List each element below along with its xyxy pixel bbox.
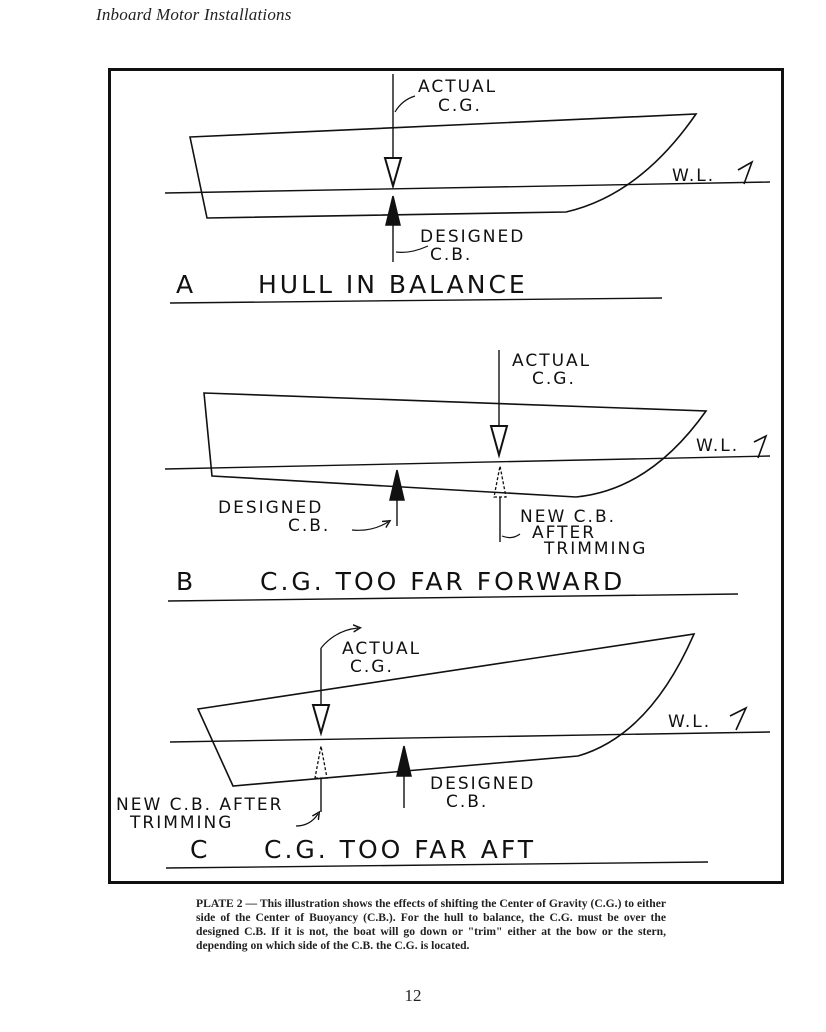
cg-leader-a [394,95,416,113]
designed-cb-label-c-1: DESIGNED [430,774,535,794]
waterline-label-c: W.L. [668,712,711,732]
waterline-mark-b [753,434,768,459]
waterline-mark-c [729,706,748,731]
panel-c-underline [165,861,709,869]
designed-cb-arrow-b [389,469,405,501]
panel-b-title: C.G. TOO FAR FORWARD [260,567,625,596]
panel-a: W.L. ACTUAL C.G. DESIGNED C.B. A HULL IN… [164,74,771,304]
cg-label-c-2: C.G. [350,657,394,677]
page-number: 12 [404,986,422,1005]
waterline-label-a: W.L. [672,166,715,186]
plate-frame [108,68,784,884]
waterline-label-b: W.L. [696,436,739,456]
waterline-mark-a [737,160,754,185]
new-cb-arrow-c [314,745,328,779]
new-cb-leader-c [295,814,318,827]
hull-outline-b [203,392,708,498]
panel-c: W.L. ACTUAL C.G. NEW C.B. AFTER TRIMMING… [116,628,771,869]
cb-arrow-a [385,195,401,226]
cg-label-c-1: ACTUAL [342,639,421,659]
cg-label-a-2: C.G. [438,96,482,116]
new-cb-label-b-2: AFTER [532,523,596,543]
panel-c-letter: C [190,835,210,864]
new-cb-label-b-1: NEW C.B. [520,507,616,527]
waterline-b [164,455,771,470]
panel-b-letter: B [176,567,196,596]
new-cb-label-c-2: TRIMMING [129,813,233,833]
new-cb-label-b-3: TRIMMING [543,539,647,559]
cg-label-b-1: ACTUAL [512,351,591,371]
cg-leader-c [320,628,358,649]
designed-cb-leader-b [351,522,388,531]
designed-cb-arrow-c [396,745,412,777]
panel-a-letter: A [176,270,196,299]
running-header: Inboard Motor Installations [96,5,292,24]
cb-label-a-1: DESIGNED [420,227,525,247]
cg-arrow-b [489,425,509,459]
cg-arrow-a [383,157,403,190]
hull-outline-c [196,632,696,787]
cg-arrow-c [311,704,331,737]
panel-b-underline [167,593,739,602]
new-cb-leader-b [501,533,521,539]
waterline-a [164,181,771,194]
plate-caption: PLATE 2 — This illustration shows the ef… [196,897,666,952]
new-cb-label-c-1: NEW C.B. AFTER [116,795,283,815]
cg-label-a-1: ACTUAL [418,77,497,97]
cb-label-a-2: C.B. [430,245,472,265]
panel-a-underline [169,297,663,304]
cg-label-b-2: C.G. [532,369,576,389]
panel-a-title: HULL IN BALANCE [258,270,528,299]
designed-cb-label-c-2: C.B. [446,792,488,812]
panel-c-title: C.G. TOO FAR AFT [264,835,536,864]
designed-cb-label-b-1: DESIGNED [218,498,323,518]
hull-outline-a [189,113,698,219]
designed-cb-label-b-2: C.B. [288,516,330,536]
cb-leader-a [395,245,429,253]
waterline-c [169,731,771,743]
panel-b: W.L. ACTUAL C.G. DESIGNED C.B. NEW C.B. … [164,350,771,602]
